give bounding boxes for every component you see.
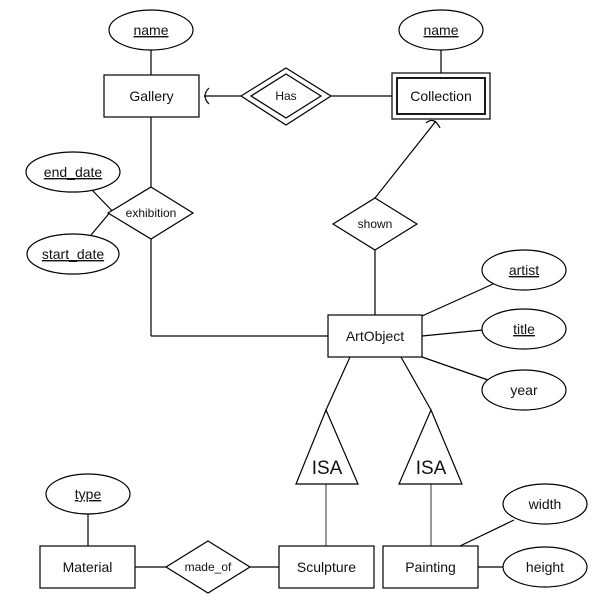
attribute-collection-name-label: name: [423, 22, 458, 38]
entity-painting-label: Painting: [405, 559, 456, 575]
attribute-gallery-name-label: name: [133, 22, 168, 38]
relationship-exhibition-label: exhibition: [126, 206, 177, 220]
entity-sculpture: Sculpture: [278, 545, 375, 589]
attribute-end-date: end_date: [25, 151, 121, 193]
line-year: [421, 356, 489, 381]
attribute-width: width: [502, 483, 588, 525]
arrow-shown-collection-icon: [425, 119, 441, 129]
attribute-year-label: year: [510, 382, 538, 398]
isa-left-label: ISA: [312, 458, 343, 479]
attribute-title-label: title: [513, 321, 535, 337]
entity-collection: Collection: [391, 72, 491, 120]
attribute-start-date: start_date: [26, 233, 120, 275]
line-start-date: [90, 209, 113, 236]
isa-right-label: ISA: [416, 458, 447, 479]
relationship-made-of: made_of: [164, 540, 252, 594]
attribute-height-label: height: [526, 559, 564, 575]
entity-sculpture-label: Sculpture: [297, 559, 356, 575]
entity-artobject-label: ArtObject: [346, 328, 404, 344]
attribute-type-label: type: [75, 486, 102, 502]
isa-sculpture: ISA: [295, 408, 359, 485]
connectors: [87, 50, 515, 568]
line-title: [421, 329, 484, 337]
attribute-artist-label: artist: [509, 262, 539, 278]
line-artobject-isa-right: [400, 356, 432, 411]
attribute-title: title: [481, 308, 567, 350]
attribute-gallery-name: name: [108, 9, 194, 51]
isa-painting: ISA: [398, 408, 463, 485]
entity-gallery-label: Gallery: [129, 88, 173, 104]
entity-material-label: Material: [63, 559, 113, 575]
attribute-width-label: width: [528, 496, 562, 512]
line-artist: [421, 283, 494, 317]
attribute-start-date-label: start_date: [42, 246, 104, 262]
attribute-type: type: [45, 473, 131, 515]
relationship-made-of-label: made_of: [185, 560, 232, 574]
relationship-has: Has: [239, 67, 333, 126]
line-shown-collection: [374, 120, 437, 199]
entity-gallery: Gallery: [103, 74, 200, 118]
line-artobject-isa-left: [325, 356, 351, 411]
relationship-has-label: Has: [275, 89, 296, 103]
entity-artobject: ArtObject: [327, 314, 423, 358]
line-width: [459, 519, 515, 547]
attribute-height: height: [502, 546, 588, 588]
entity-painting: Painting: [382, 545, 479, 589]
attribute-end-date-label: end_date: [44, 164, 103, 180]
relationship-exhibition: exhibition: [106, 186, 195, 240]
attribute-artist: artist: [481, 249, 567, 291]
relationship-shown: shown: [331, 197, 419, 251]
entity-material: Material: [39, 545, 136, 589]
arrow-has-gallery-icon: [204, 87, 210, 105]
attribute-year: year: [481, 369, 567, 411]
entity-collection-label: Collection: [410, 88, 471, 104]
relationship-shown-label: shown: [358, 217, 393, 231]
attribute-collection-name: name: [398, 9, 484, 51]
